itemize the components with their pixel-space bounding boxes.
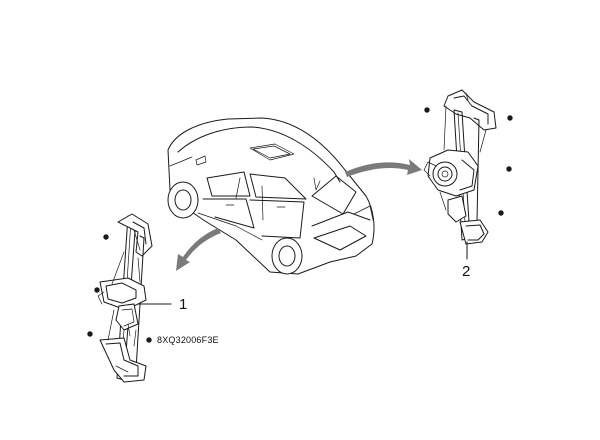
fastener-bolts-front [87,234,152,343]
arrow-to-rear-regulator [345,159,422,177]
fastener-bolts-rear [424,107,513,216]
callout-label-1: 1 [179,296,187,313]
front-window-regulator [97,213,153,383]
part-code: 8XQ32006F3E [157,335,219,345]
callout-1: 1 [137,296,187,313]
callout-label-2: 2 [462,263,470,280]
callout-2: 2 [462,241,470,280]
rear-window-regulator [423,89,497,245]
suv-car-illustration [167,117,375,275]
arrow-to-front-regulator [176,228,221,271]
